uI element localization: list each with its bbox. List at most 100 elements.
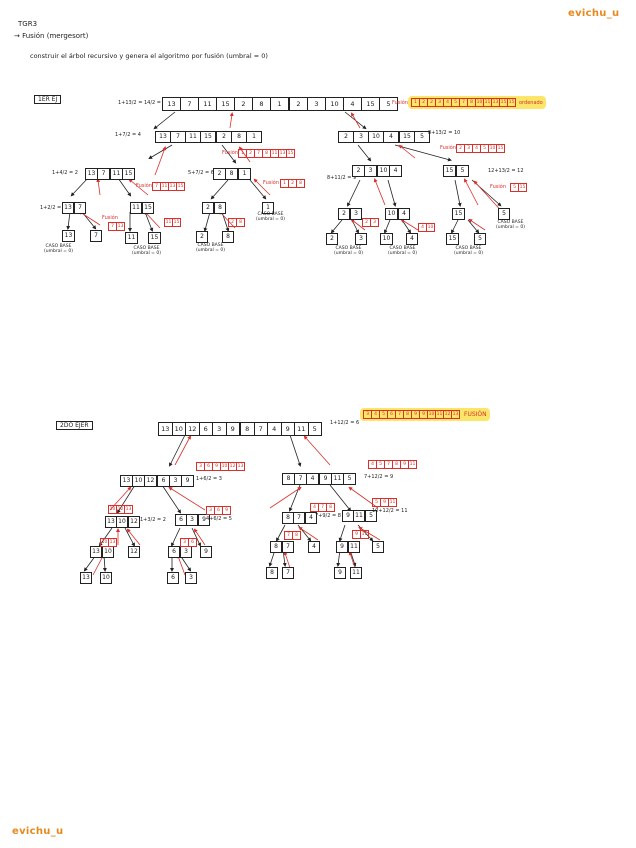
ex1-lrr-array: 1 <box>262 202 274 214</box>
brand-bottom: evichu_u <box>12 826 64 837</box>
ex1-rr-calc: 12+13/2 = 12 <box>488 168 524 174</box>
ex1-base-case-c: CASO BASE(umbral = 0) <box>196 243 225 253</box>
ex1-rr-fusion-word: Fusión <box>490 184 506 190</box>
ex2-leaf-13: 13 <box>80 572 92 584</box>
ex1-lr-calc: 5+7/2 = 6 <box>188 170 214 176</box>
ex2-ll-calc: 1+3/2 = 2 <box>140 517 166 523</box>
ex2-rl-calc: 7+9/2 = 8 <box>315 513 341 519</box>
ex1-rrl-array: 15 <box>452 208 465 220</box>
ex1-base-case-b: CASO BASE(umbral = 0) <box>132 246 161 256</box>
doc-subtitle: → Fusión (mergesort) <box>14 32 89 40</box>
ex2-right-calc: 7+12/2 = 9 <box>364 474 394 480</box>
ex2-leaf-7: 7 <box>282 567 294 579</box>
ex1-leaf-r3: 3 <box>355 233 367 245</box>
ex1-leaf-13: 13 <box>62 230 75 242</box>
doc-instruction: construir el árbol recursivo y genera el… <box>30 52 268 60</box>
ex1-label: 1ER EJ <box>34 95 62 104</box>
ex2-rr-calc: 10+12/2 = 11 <box>372 508 408 514</box>
ex1-lr-fusion-word: Fusión <box>263 180 279 186</box>
ex1-ll-calc: 1+4/2 = 2 <box>52 170 78 176</box>
ex2-fusion-word: FUSIÓN <box>464 411 487 418</box>
ex2-leaf-6: 6 <box>167 572 179 584</box>
ex1-right-fusion-word: Fusión <box>440 145 456 151</box>
ex1-leaf-11: 11 <box>125 232 138 244</box>
ex2-left-calc: 1+6/2 = 3 <box>196 476 222 482</box>
ex1-leaf-7: 7 <box>90 230 102 242</box>
ex1-ll-fusion-word: Fusión <box>136 183 152 189</box>
ex1-root-calc: 1+13/2 = 14/2 = 7 <box>118 100 166 106</box>
brand-top: evichu_u <box>568 8 620 19</box>
ex1-base-case-lrr: CASO BASE(umbral = 0) <box>256 212 285 222</box>
ex2-lr-calc: 4+6/2 = 5 <box>206 516 232 522</box>
ex2-leaf-8: 8 <box>266 567 278 579</box>
ex2-llr: 12 <box>128 546 140 558</box>
ex2-label: 2DO EJER <box>56 421 93 430</box>
ex2-rrr: 5 <box>372 541 384 553</box>
ex1-leaf-r2: 2 <box>326 233 338 245</box>
ex2-lrr: 9 <box>200 546 212 558</box>
ex1-left-fusion-word: Fusión <box>222 150 238 156</box>
ex1-leaf-r5: 5 <box>474 233 486 245</box>
ex1-leaf-r4: 4 <box>406 233 418 245</box>
ex2-leaf-11: 11 <box>350 567 362 579</box>
ex1-lll-fusion-word: Fusión <box>102 215 118 221</box>
ex1-base-case-e: CASO BASE(umbral = 0) <box>388 246 417 256</box>
ex1-base-case-f: CASO BASE(umbral = 0) <box>454 246 483 256</box>
ex1-base-case-d: CASO BASE(umbral = 0) <box>334 246 363 256</box>
ex1-leaf-8: 8 <box>222 231 234 243</box>
ex2-leaf-9: 9 <box>334 567 346 579</box>
ex1-base-case-a: CASO BASE(umbral = 0) <box>44 244 73 254</box>
ex2-rlr: 4 <box>308 541 320 553</box>
ex1-leaf-2: 2 <box>196 231 208 243</box>
ex1-rrr-array: 5 <box>498 208 510 220</box>
ex1-leaf-15: 15 <box>148 232 161 244</box>
ex1-right-calc: 8+13/2 = 10 <box>428 130 461 136</box>
ex1-lll-calc: 1+2/2 = 1 <box>40 205 66 211</box>
ex1-leaf-r15: 15 <box>446 233 459 245</box>
ex1-left-calc: 1+7/2 = 4 <box>115 132 141 138</box>
ex1-rl-calc: 8+11/2 = 9 <box>327 175 357 181</box>
